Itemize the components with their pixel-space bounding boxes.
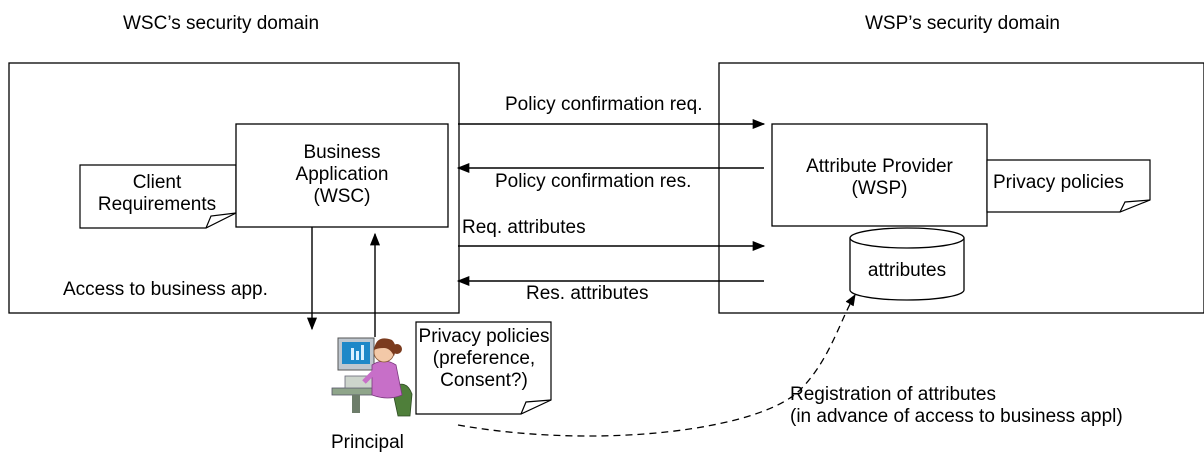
wsc-domain-box bbox=[8, 62, 460, 314]
wsp-privacy-policies-note bbox=[986, 159, 1151, 213]
wsp-privacy-policies-note-fold bbox=[1119, 199, 1151, 213]
policy-res-label: Policy confirmation res. bbox=[495, 171, 692, 192]
attributes-database-label: attributes bbox=[867, 260, 947, 281]
attributes-database bbox=[849, 227, 965, 301]
client-requirements-note bbox=[79, 164, 237, 229]
business-application-label: Business Application (WSC) bbox=[295, 142, 389, 207]
principal-person-icon bbox=[331, 337, 413, 417]
principal-label: Principal bbox=[331, 432, 404, 453]
client-requirements-label: Client Requirements bbox=[97, 172, 217, 215]
business-application-box bbox=[235, 123, 449, 228]
wsp-domain-box bbox=[718, 62, 1204, 314]
wsc-domain-title: WSC’s security domain bbox=[123, 13, 320, 34]
principal-privacy-policies-note bbox=[415, 321, 552, 415]
policy-req-label: Policy confirmation req. bbox=[505, 94, 703, 115]
access-business-app-label: Access to business app. bbox=[63, 279, 268, 300]
registration-arrow bbox=[457, 293, 856, 437]
principal-privacy-policies-note-fold bbox=[520, 399, 552, 415]
principal-privacy-policies-label: Privacy policies (preference, Consent?) bbox=[418, 326, 550, 391]
attribute-provider-label: Attribute Provider (WSP) bbox=[806, 156, 953, 199]
wsp-domain-title: WSP’s security domain bbox=[865, 13, 1060, 34]
registration-label: Registration of attributes (in advance o… bbox=[790, 384, 1123, 427]
req-attributes-label: Req. attributes bbox=[462, 217, 586, 238]
client-requirements-note-fold bbox=[205, 212, 237, 229]
wsp-privacy-policies-label: Privacy policies bbox=[993, 172, 1124, 193]
res-attributes-label: Res. attributes bbox=[526, 283, 649, 304]
